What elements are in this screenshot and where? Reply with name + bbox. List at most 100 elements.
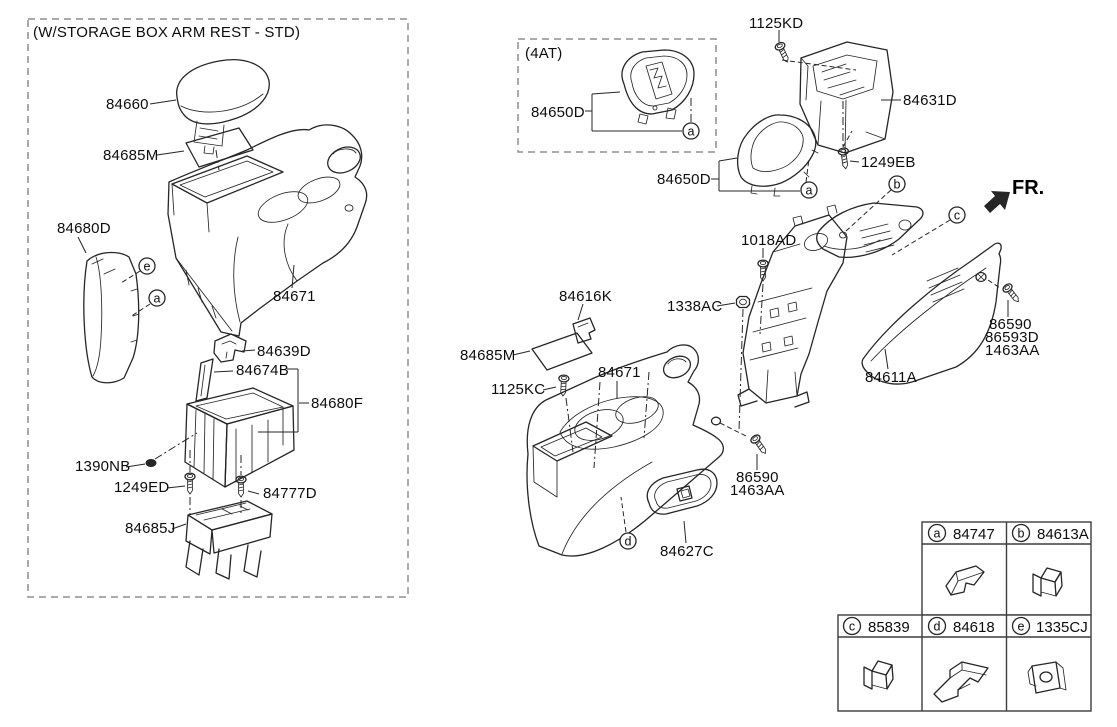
rear-tray-84631D-drawing — [799, 41, 894, 154]
bracket-84639D-drawing — [213, 333, 247, 363]
part-label-84685M-left: 84685M — [103, 147, 158, 164]
axis-lines-left — [154, 149, 242, 516]
legend-row1-grid — [922, 522, 1091, 615]
callout-d-letter: d — [625, 535, 632, 549]
front-direction-indicator: FR. — [984, 177, 1044, 213]
storage-box-84680F-drawing — [184, 387, 295, 488]
part-label-84660: 84660 — [106, 96, 149, 113]
part-label-84671-right: 84671 — [598, 364, 641, 381]
screw-84777D-drawing — [235, 475, 247, 498]
part-label-84777D: 84777D — [263, 485, 317, 502]
callout-a-left: a — [148, 289, 166, 307]
legend-letter-d: d — [934, 620, 941, 634]
legend-part-84613A: 84613A — [1037, 526, 1089, 543]
storage-box-armrest-group-outline — [27, 18, 409, 598]
leader-lines-right — [512, 30, 1009, 544]
mat-84685M-left-drawing — [185, 127, 254, 168]
callout-a-left-letter: a — [154, 292, 161, 306]
rear-side-cover-upper-drawing — [816, 202, 924, 259]
legend-letter-a: a — [934, 527, 941, 541]
screw-86590-lower-drawing — [748, 432, 771, 457]
part-label-84685M-right: 84685M — [460, 347, 515, 364]
screw-86590-upper-drawing — [1000, 281, 1023, 306]
console-84671-left-drawing — [167, 124, 368, 337]
screw-1249ED-drawing — [184, 472, 196, 495]
part-label-1249ED: 1249ED — [114, 479, 169, 496]
part-label-86590-lower: 86590 — [736, 469, 779, 486]
part-label-1338AC: 1338AC — [667, 298, 722, 315]
callout-e-left: e — [138, 257, 156, 275]
legend-letter-e: e — [1018, 620, 1025, 634]
part-label-86593D: 86593D — [985, 329, 1039, 346]
at-group-outline — [517, 38, 717, 153]
part-label-84680D: 84680D — [57, 220, 111, 237]
front-arrow-icon — [984, 191, 1010, 213]
left-group-title: (W/STORAGE BOX ARM REST - STD) — [33, 24, 300, 41]
legend-part-84618: 84618 — [953, 619, 995, 636]
part-label-84650D-right: 84650D — [657, 171, 711, 188]
callout-a-right: a — [800, 181, 818, 199]
pad-84674B-drawing — [195, 358, 214, 402]
part-label-1249EB: 1249EB — [861, 154, 916, 171]
legend-cell-84613A: b 84613A — [1011, 523, 1089, 597]
screw-1125KD-drawing — [773, 40, 793, 65]
callout-a-right-letter: a — [806, 184, 813, 198]
front-direction-label: FR. — [1012, 177, 1044, 199]
clip-84747-icon — [945, 565, 985, 596]
mount-bracket-84685J-drawing — [185, 500, 273, 580]
legend-table: a 84747 b 84613A c 85839 d 84618 — [837, 521, 1092, 712]
legend-letter-b: b — [1018, 527, 1025, 541]
legend-cell-84618: d 84618 — [927, 616, 995, 703]
part-label-84680F: 84680F — [311, 395, 363, 412]
legend-part-85839: 85839 — [868, 619, 910, 636]
part-label-84631D: 84631D — [903, 92, 957, 109]
callout-b-letter: b — [894, 178, 901, 192]
part-label-1463AA-lower: 1463AA — [730, 482, 785, 499]
armrest-84660-drawing — [176, 59, 270, 155]
at-group-title: (4AT) — [525, 45, 562, 62]
callout-a-4at: a — [682, 122, 700, 140]
side-cover-84680D-drawing — [83, 251, 140, 384]
legend-row2-grid — [838, 615, 1091, 711]
shift-indicator-84650D-4at-drawing — [621, 49, 695, 125]
bracket-84618-icon — [933, 661, 989, 703]
callout-c-letter: c — [954, 209, 960, 223]
callout-d: d — [619, 532, 637, 550]
legend-part-84747: 84747 — [953, 526, 995, 543]
grommet-1390NB-drawing — [145, 459, 157, 467]
part-label-86590-upper: 86590 — [989, 316, 1032, 333]
part-label-84611A: 84611A — [865, 369, 917, 386]
shifter-bezel-84650D-drawing — [736, 114, 819, 197]
dashed-leaders-left — [120, 270, 151, 318]
side-cover-84611A-drawing — [861, 242, 1002, 385]
part-label-1125KD: 1125KD — [749, 15, 803, 32]
part-label-84616K: 84616K — [559, 288, 612, 305]
legend-part-1335CJ: 1335CJ — [1036, 619, 1088, 636]
clamp-1335CJ-icon — [1027, 661, 1067, 694]
legend-letter-c: c — [849, 620, 855, 634]
callout-c: c — [948, 206, 966, 224]
part-label-1018AD: 1018AD — [741, 232, 796, 249]
part-label-84639D: 84639D — [257, 343, 311, 360]
part-label-1390NB: 1390NB — [75, 458, 130, 475]
nut-1338AC-drawing — [735, 295, 751, 309]
part-label-84627C: 84627C — [660, 543, 714, 560]
mat-84685M-right-drawing — [531, 332, 593, 371]
legend-cell-1335CJ: e 1335CJ — [1011, 616, 1088, 694]
console-inner-frame-drawing — [737, 204, 848, 408]
screw-1125KC-drawing — [557, 374, 570, 397]
lid-84627C-drawing — [646, 468, 718, 515]
screw-1249EB-drawing — [837, 146, 852, 171]
part-label-84674B: 84674B — [236, 362, 289, 379]
legend-cell-84747: a 84747 — [927, 523, 995, 596]
part-label-84650D-4at: 84650D — [531, 104, 585, 121]
part-label-1463AA-upper: 1463AA — [985, 342, 1040, 359]
part-label-1125KC: 1125KC — [491, 381, 545, 398]
leader-lines-4at — [585, 91, 682, 132]
callout-a-4at-letter: a — [688, 125, 695, 139]
clip-84616K-drawing — [572, 317, 596, 344]
part-label-84685J: 84685J — [125, 520, 175, 537]
axis-lines-right — [565, 101, 844, 469]
dashed-leaders-right — [620, 59, 1001, 533]
